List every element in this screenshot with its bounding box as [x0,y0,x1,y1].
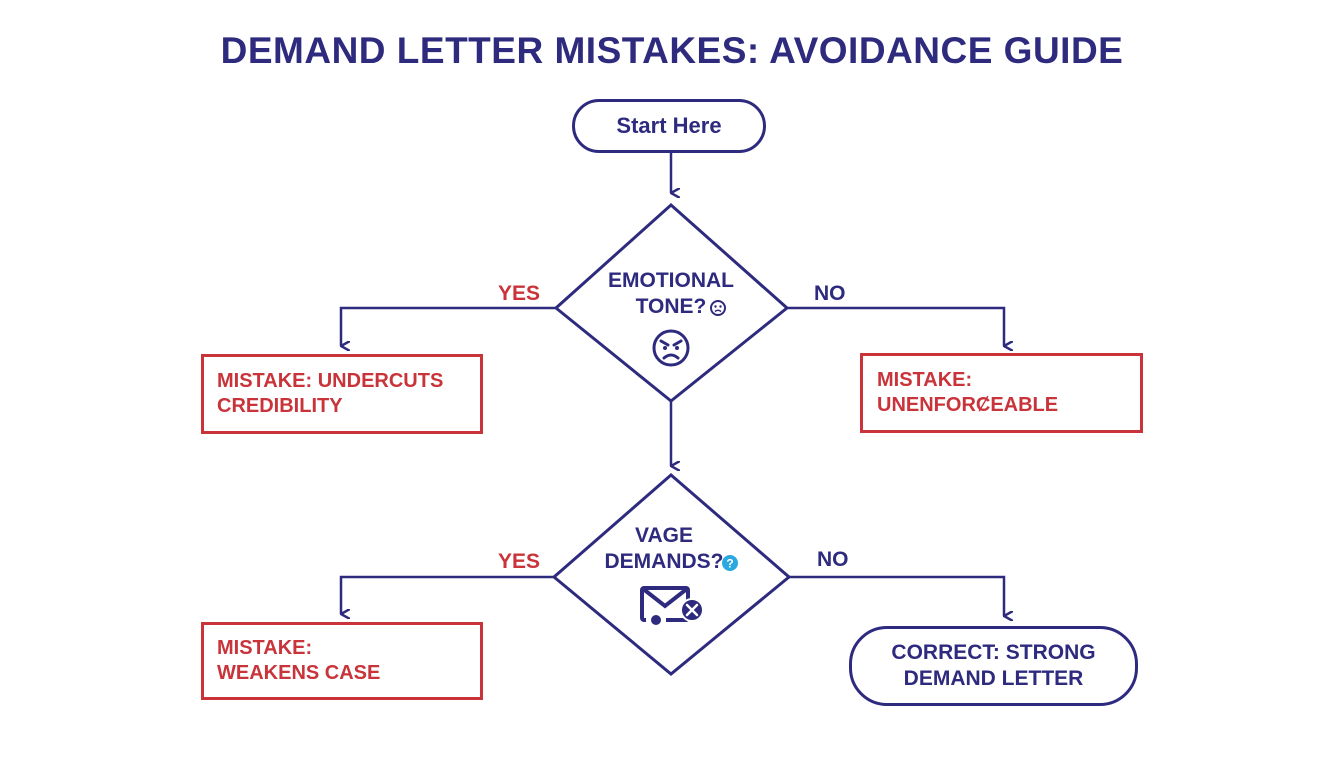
outcome-undercuts-label: MISTAKE: UNDERCUTS CREDIBILITY [217,370,444,417]
connector-decision1-yes [339,306,556,346]
decision2-yes-label: YES [498,550,541,573]
angry-face-icon [652,329,690,367]
outcome-correct: CORRECT: STRONG DEMAND LETTER [849,626,1138,706]
outcome-weakens-case: MISTAKE: WEAKENS CASE [201,622,483,700]
decision2-diamond [551,473,792,676]
connector-decision2-yes [339,575,556,614]
decision2-no-label: NO [817,548,849,571]
small-sad-face-icon [710,300,726,316]
decision1-label: EMOTIONAL TONE? [608,269,734,319]
decision2-label: VAGE DEMANDS? [604,524,724,574]
connector-decision2-no [788,575,1004,616]
question-badge-icon: ? [722,555,738,571]
start-label: Start Here [616,113,722,138]
outcome-undercuts-credibility: MISTAKE: UNDERCUTS CREDIBILITY [201,354,483,434]
svg-text:?: ? [726,557,733,571]
outcome-weakens-label: MISTAKE: WEAKENS CASE [217,637,381,684]
decision1-diamond [553,202,790,403]
start-node: Start Here [572,99,766,153]
outcome-unenforceable-label: MISTAKE: UNENFORȻEABLE [877,369,1059,416]
connector-decision1-no [786,306,1004,346]
diagram-title: DEMAND LETTER MISTAKES: AVOIDANCE GUIDE [220,30,1124,71]
envelope-x-icon [640,586,704,625]
decision1-yes-label: YES [498,282,541,305]
decision1-no-label: NO [814,282,846,305]
outcome-correct-label: CORRECT: STRONG DEMAND LETTER [891,640,1096,690]
outcome-unenforceable: MISTAKE: UNENFORȻEABLE [860,353,1143,433]
